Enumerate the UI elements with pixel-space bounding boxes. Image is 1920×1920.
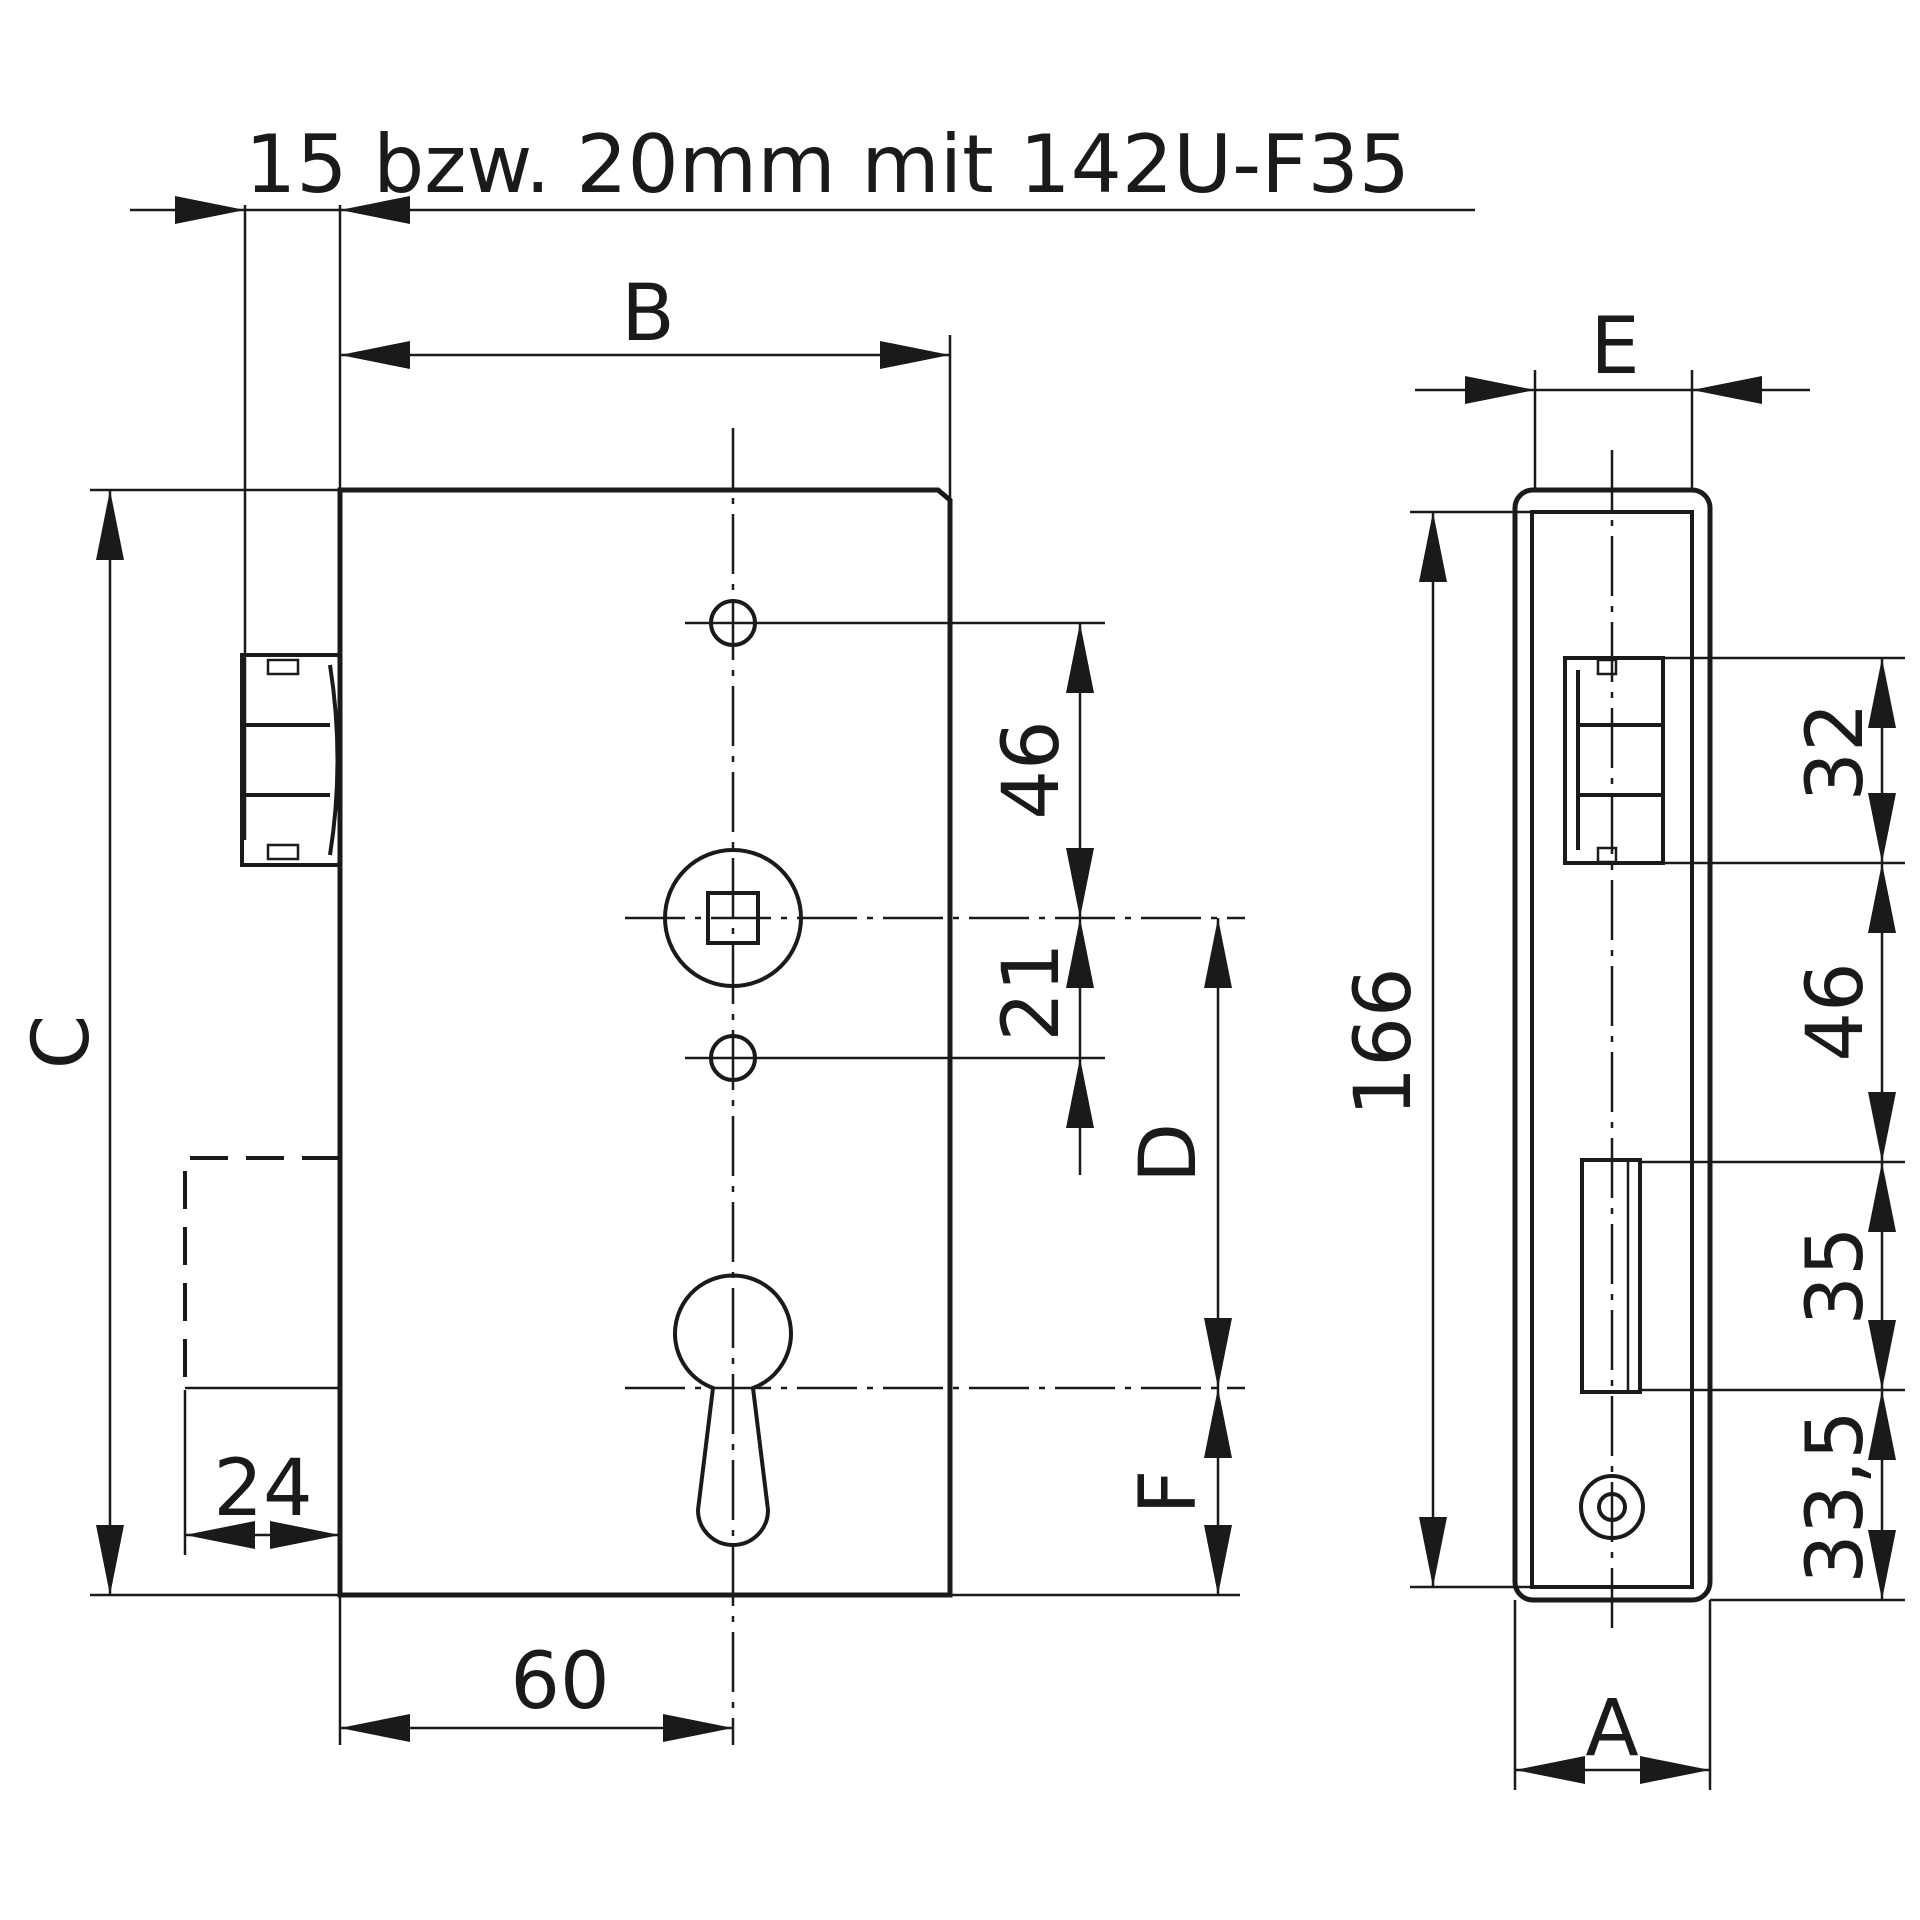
front-view: B C 46 21 D F 24 60	[17, 269, 1245, 1745]
dimension-166-label: 166	[1339, 968, 1429, 1117]
dimension-46-side-label: 46	[1791, 962, 1881, 1061]
dimension-D-label: D	[1124, 1123, 1214, 1183]
dimension-C-label: C	[17, 1015, 107, 1069]
header-dimension: 15 bzw. 20mm mit 142U-F35	[130, 118, 1475, 840]
follower-square-spindle	[625, 848, 1245, 988]
dimension-46-front-label: 46	[987, 720, 1077, 819]
dimension-A-label: A	[1585, 1684, 1638, 1774]
lock-body	[337, 487, 953, 1598]
dimension-32-label: 32	[1791, 702, 1881, 801]
dimension-24-label: 24	[213, 1444, 312, 1534]
dimension-60-label: 60	[510, 1637, 609, 1727]
dimension-E-label: E	[1590, 302, 1639, 392]
screw-hole	[1579, 1474, 1645, 1540]
profile-cylinder-hole	[625, 1273, 1245, 1547]
latch-bolt	[240, 653, 342, 867]
side-view: E 166 32 46 35 33,5 A	[1339, 302, 1905, 1790]
dimension-33-5-label: 33,5	[1791, 1410, 1881, 1584]
dimension-B-label: B	[621, 269, 675, 359]
latch-opening	[1563, 656, 1665, 865]
header-text: 15 bzw. 20mm mit 142U-F35	[245, 118, 1410, 211]
dimension-F-label: F	[1124, 1470, 1214, 1515]
dead-bolt-outline	[183, 1156, 342, 1555]
dimension-35-label: 35	[1791, 1226, 1881, 1325]
dead-bolt-opening	[1580, 1158, 1642, 1394]
dimension-21-label: 21	[987, 942, 1077, 1041]
